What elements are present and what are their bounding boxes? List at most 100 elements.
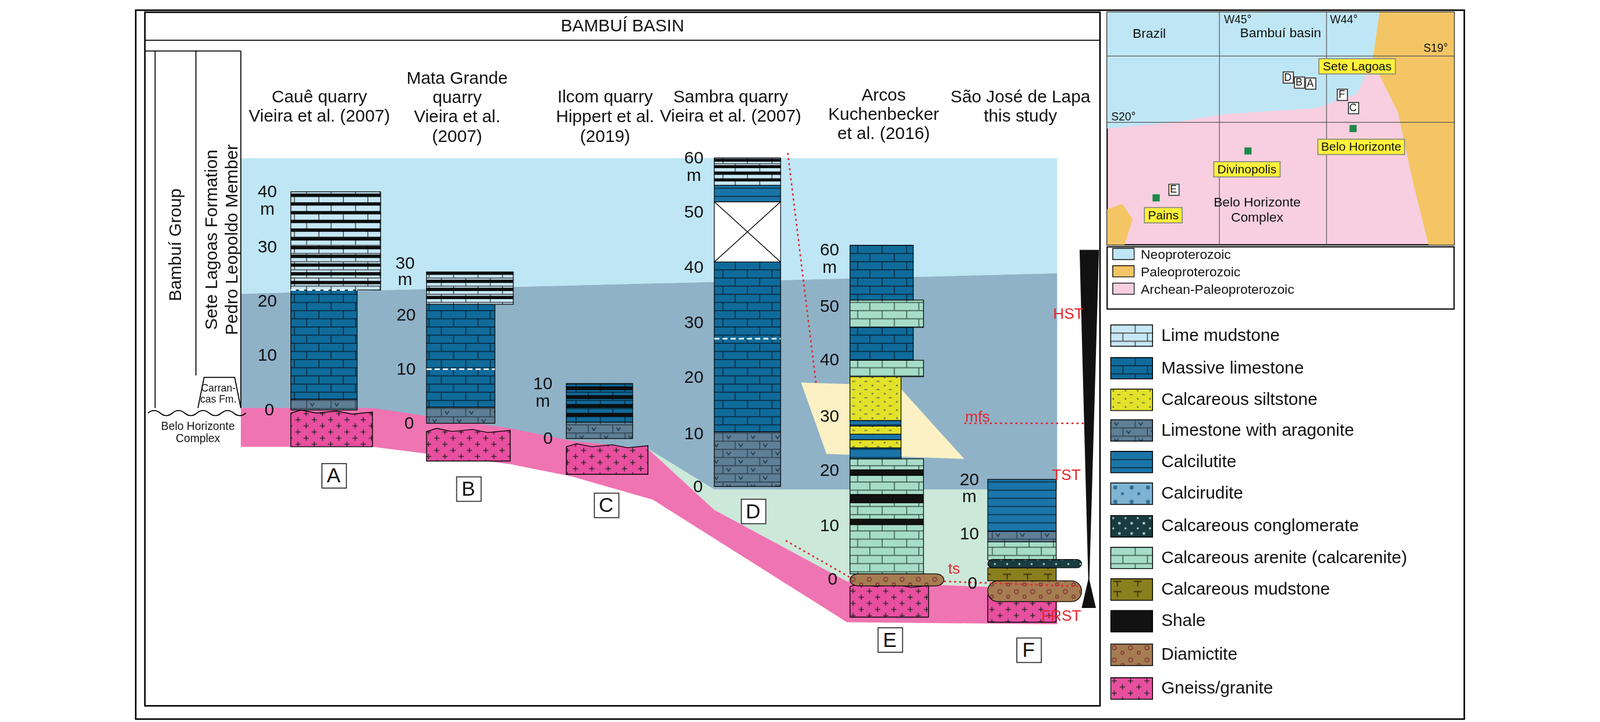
legend-swatch: [1109, 324, 1154, 348]
scale-tick: 10: [684, 423, 704, 443]
column-heading: Vieira et al. (2007): [401, 107, 514, 147]
section-column: [426, 271, 514, 461]
map-label: S19°: [1423, 41, 1449, 55]
city-label: Sete Lagoas: [1318, 58, 1396, 75]
legend-text: Neoproterozoic: [1140, 246, 1231, 262]
scale-tick: m: [535, 391, 551, 411]
inset-map: Brazil: [1112, 15, 1210, 111]
legend-text: Massive limestone: [1161, 357, 1304, 379]
swatch-pattern: [1110, 644, 1153, 666]
unit-name: Belo Horizonte Complex: [151, 420, 244, 446]
scale-tick: 40: [257, 182, 278, 202]
node-text: A: [327, 465, 341, 486]
column-heading: this study: [983, 106, 1057, 126]
column-label-box: A: [320, 462, 347, 489]
legend-text: Calcareous mudstone: [1161, 579, 1330, 601]
formation-bracket: [195, 51, 197, 376]
column-label-box: E: [877, 626, 903, 653]
legend-entry: Calcirudite: [1109, 482, 1243, 506]
legend-swatch: [1109, 643, 1154, 667]
node-text: C: [598, 494, 614, 516]
title-band: BAMBUÍ BASIN: [144, 12, 1101, 41]
scale-tick: 20: [396, 305, 416, 325]
scale-tick: 10: [959, 523, 979, 544]
scale-tick: m: [822, 257, 837, 278]
legend-swatch: [1112, 282, 1135, 296]
scale-tick: 30: [257, 237, 278, 257]
map-label: S20°: [1111, 110, 1136, 123]
unit-name: Carran- cas Fm.: [197, 382, 239, 406]
scale-tick: 40: [820, 350, 840, 370]
site-marker: E: [1168, 183, 1180, 197]
node-text: F: [1022, 639, 1035, 661]
column-label-box: B: [455, 476, 482, 502]
scale-tick: 30: [684, 312, 704, 332]
node-text: Belo Horizonte: [1321, 140, 1402, 154]
outer-frame: [135, 10, 1465, 720]
column-heading: Vieira et al. (2007): [660, 106, 802, 126]
parallel: [1107, 55, 1454, 57]
legend-entry: Calcareous arenite (calcarenite): [1109, 547, 1407, 570]
legend-entry: Calcareous mudstone: [1109, 578, 1330, 602]
legend-swatch: [1112, 265, 1135, 278]
unit-name: Sete Lagoas Formation: [201, 149, 221, 331]
scale-tick: 0: [827, 569, 838, 590]
section-column: [714, 157, 781, 487]
legend-entry: Lime mudstone: [1109, 324, 1280, 348]
regression-wedge: [1079, 250, 1099, 601]
swatch-pattern: [1110, 389, 1153, 411]
swatch-pattern: [1110, 579, 1153, 601]
legend-swatch: [1109, 357, 1154, 381]
bracket-top: [144, 50, 241, 52]
legend-swatch: [1109, 388, 1154, 412]
scale-tick: m: [686, 165, 702, 186]
scale-tick: 60: [684, 148, 704, 168]
swatch-color: [1110, 644, 1153, 666]
legend-swatch: [1109, 677, 1154, 701]
sequence-label: mfs: [965, 408, 990, 426]
legend-swatch: [1109, 547, 1154, 570]
swatch-pattern: [1110, 419, 1153, 442]
scale-tick: 20: [257, 291, 278, 311]
scale-tick: m: [962, 487, 977, 507]
column-label-box: F: [1015, 637, 1042, 663]
group-bracket: [154, 51, 156, 409]
scale-tick: 10: [396, 359, 416, 379]
section-panel: [144, 12, 1101, 707]
legend-text: Paleoproterozoic: [1140, 263, 1241, 279]
swatch-color: [1110, 515, 1153, 538]
swatch-pattern: [1110, 451, 1153, 474]
scale-tick: 30: [820, 406, 840, 427]
site-marker: B: [1293, 76, 1305, 89]
node-text: B: [461, 478, 475, 499]
scale-tick: 20: [684, 367, 704, 388]
scale-tick: 10: [533, 374, 553, 394]
column-heading: Cauê quarry: [271, 87, 368, 107]
legend-text: Shale: [1161, 611, 1206, 632]
map-label: Bambuí basin: [1240, 26, 1322, 42]
node-text: F: [1338, 89, 1346, 101]
node-text: B: [1295, 77, 1303, 88]
scale-tick: 20: [820, 460, 840, 481]
node-text: Brazil: [1132, 26, 1166, 41]
column-label-box: C: [593, 492, 619, 519]
legend-text: Calcareous siltstone: [1161, 389, 1318, 411]
column-heading: São José de Lapa: [950, 87, 1091, 107]
scale-tick: m: [260, 199, 275, 219]
column-heading: Hippert et al. (2019): [544, 107, 666, 147]
section-column: [849, 245, 944, 618]
unit-name: Bambuí Group: [165, 188, 186, 302]
column-heading: Ilcom quarry: [557, 87, 654, 107]
legend-entry: Calcareous conglomerate: [1109, 515, 1359, 538]
legend-text: Limestone with aragonite: [1161, 420, 1354, 441]
scale-tick: 60: [820, 240, 840, 260]
legend-swatch: [1109, 419, 1154, 443]
unconformity: [147, 410, 246, 417]
node-text: D: [1283, 72, 1292, 83]
scale-tick: 0: [543, 428, 553, 449]
section-column: [987, 479, 1082, 623]
node-text: D: [745, 501, 761, 522]
swatch-pattern: [1110, 357, 1153, 379]
scale-tick: 50: [820, 296, 840, 316]
scale-tick: 0: [693, 477, 704, 497]
